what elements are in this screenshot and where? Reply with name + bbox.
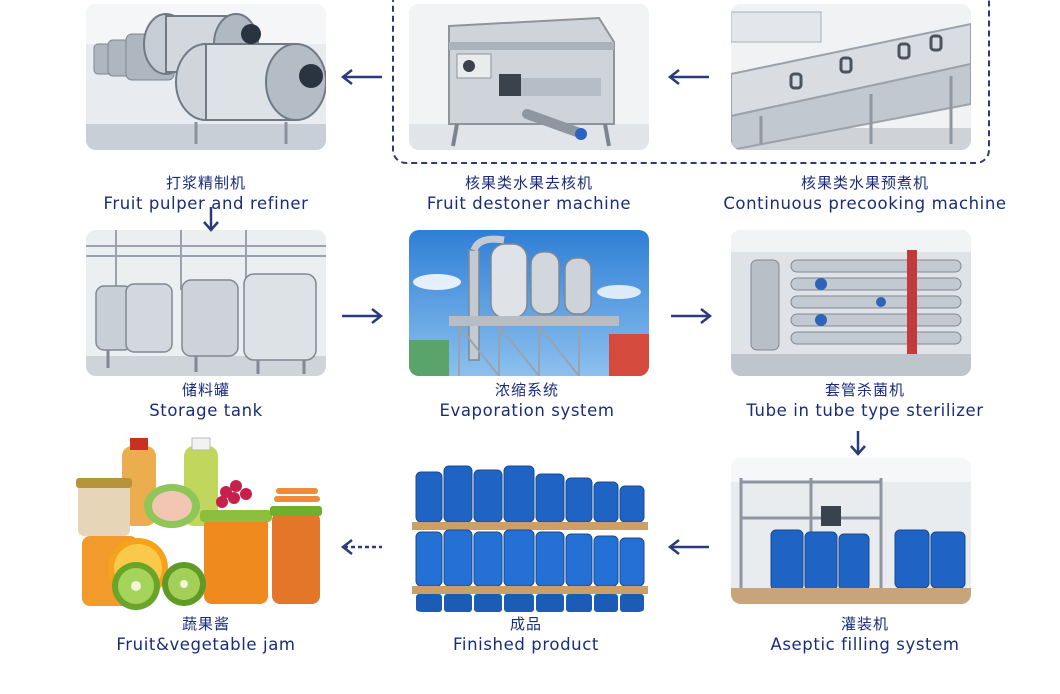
caption-en: Storage tank xyxy=(149,401,263,420)
caption-cn: 灌装机 xyxy=(840,615,889,633)
caption-en: Tube in tube type sterilizer xyxy=(746,401,984,420)
sterilizer-image xyxy=(731,230,971,376)
evaporation-system-image xyxy=(409,230,649,376)
precooking-machine-illustration xyxy=(731,4,971,150)
caption-en: Aseptic filling system xyxy=(770,635,960,654)
sterilizer-illustration xyxy=(731,230,971,376)
arrow-down-icon xyxy=(849,430,867,456)
fruit-pulper-image xyxy=(86,4,326,150)
arrow-right-icon xyxy=(340,307,384,325)
caption-en: Fruit destoner machine xyxy=(426,194,632,213)
caption-fruit-destoner: 核果类水果去核机 Fruit destoner machine xyxy=(369,173,689,215)
caption-precooking-machine: 核果类水果预煮机 Continuous precooking machine xyxy=(705,173,1025,215)
caption-cn: 打浆精制机 xyxy=(165,174,246,192)
precooking-machine-image xyxy=(731,4,971,150)
caption-en: Fruit pulper and refiner xyxy=(103,194,309,213)
storage-tank-image xyxy=(86,230,326,376)
caption-aseptic-filling: 灌装机 Aseptic filling system xyxy=(705,614,1025,656)
caption-en: Evaporation system xyxy=(439,401,615,420)
arrow-left-icon xyxy=(667,68,711,86)
caption-cn: 核果类水果去核机 xyxy=(464,174,593,192)
aseptic-filling-image xyxy=(731,458,971,604)
arrow-left-icon xyxy=(340,68,384,86)
fruit-destoner-image xyxy=(409,4,649,150)
caption-en: Fruit&vegetable jam xyxy=(116,635,296,654)
caption-cn: 蔬果酱 xyxy=(181,615,230,633)
caption-cn: 套管杀菌机 xyxy=(824,381,905,399)
arrow-right-icon xyxy=(669,307,713,325)
caption-storage-tank: 储料罐 Storage tank xyxy=(46,380,366,422)
caption-jam: 蔬果酱 Fruit&vegetable jam xyxy=(46,614,366,656)
evaporation-system-illustration xyxy=(409,230,649,376)
caption-cn: 储料罐 xyxy=(181,381,230,399)
arrow-down-icon xyxy=(202,206,220,232)
caption-en: Continuous precooking machine xyxy=(723,194,1007,213)
aseptic-filling-illustration xyxy=(731,458,971,604)
blue-drums-illustration xyxy=(412,460,648,612)
fruit-destoner-illustration xyxy=(409,4,649,150)
caption-finished-product: 成品 Finished product xyxy=(366,614,686,656)
caption-en: Finished product xyxy=(453,635,599,654)
stone-fruit-pretreatment-group xyxy=(392,0,990,164)
storage-tank-illustration xyxy=(86,230,326,376)
caption-evaporation-system: 浓缩系统 Evaporation system xyxy=(367,380,687,422)
finished-product-image xyxy=(412,460,648,612)
dotted-arrow-left-icon xyxy=(340,538,384,556)
caption-cn: 成品 xyxy=(509,615,542,633)
caption-cn: 浓缩系统 xyxy=(494,381,559,399)
jam-illustration xyxy=(76,436,324,612)
arrow-left-icon xyxy=(667,538,711,556)
caption-sterilizer: 套管杀菌机 Tube in tube type sterilizer xyxy=(705,380,1025,422)
caption-cn: 核果类水果预煮机 xyxy=(800,174,929,192)
caption-fruit-pulper: 打浆精制机 Fruit pulper and refiner xyxy=(46,173,366,215)
fruit-pulper-illustration xyxy=(86,4,326,150)
fruit-vegetable-jam-image xyxy=(76,436,324,612)
